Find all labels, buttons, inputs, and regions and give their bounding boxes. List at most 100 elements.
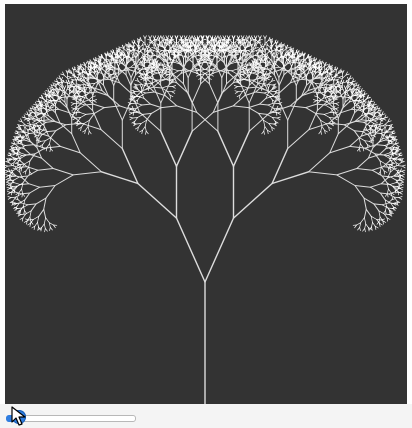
tree-branch xyxy=(185,38,188,42)
tree-branch xyxy=(343,124,355,132)
tree-branch xyxy=(55,90,59,97)
tree-branch xyxy=(7,159,10,163)
tree-branch xyxy=(73,66,76,71)
tree-branch xyxy=(154,48,159,52)
tree-branch xyxy=(269,44,272,49)
tree-branch xyxy=(141,59,149,62)
tree-branch xyxy=(112,73,117,79)
tree-branch xyxy=(141,40,146,44)
tree-branch xyxy=(153,71,160,74)
tree-branch xyxy=(360,113,368,121)
tree-branch xyxy=(97,67,102,72)
tree-branch xyxy=(72,171,102,176)
tree-branch xyxy=(16,148,21,153)
tree-branch xyxy=(127,102,132,104)
tree-branch xyxy=(15,140,20,144)
tree-branch xyxy=(360,119,370,122)
tree-branch xyxy=(345,89,350,94)
tree-branch xyxy=(268,123,273,128)
tree-branch xyxy=(208,46,213,49)
tree-branch xyxy=(350,90,353,95)
tree-branch xyxy=(198,68,205,70)
tree-branch xyxy=(86,78,90,81)
tree-branch xyxy=(18,120,23,123)
tree-branch xyxy=(239,94,241,99)
tree-branch xyxy=(156,36,160,41)
tree-branch xyxy=(121,147,139,185)
tree-branch xyxy=(365,119,373,127)
tree-branch xyxy=(135,61,143,68)
tree-branch xyxy=(39,144,44,147)
tree-branch xyxy=(80,95,84,101)
tree-branch xyxy=(35,105,39,108)
tree-branch xyxy=(213,40,217,45)
tree-branch xyxy=(132,86,137,89)
tree-branch xyxy=(22,193,26,197)
tree-branch xyxy=(30,115,36,120)
tree-branch xyxy=(307,79,314,92)
tree-branch xyxy=(145,91,155,94)
tree-branch xyxy=(215,43,218,48)
tree-branch xyxy=(279,44,284,46)
tree-branch xyxy=(278,60,284,64)
tree-branch xyxy=(29,186,41,194)
tree-branch xyxy=(161,49,167,51)
tree-branch xyxy=(377,111,382,114)
tree-branch xyxy=(13,140,16,145)
tree-branch xyxy=(21,136,28,140)
tree-branch xyxy=(380,112,383,117)
tree-branch xyxy=(107,73,112,75)
tree-branch xyxy=(74,91,79,94)
tree-branch xyxy=(169,77,171,82)
tree-branch xyxy=(43,217,46,225)
tree-branch xyxy=(183,43,186,48)
tree-branch xyxy=(25,166,30,172)
tree-branch xyxy=(308,57,311,62)
tree-branch xyxy=(17,125,22,128)
tree-branch xyxy=(126,44,131,46)
tree-branch xyxy=(304,59,307,64)
tree-branch xyxy=(288,50,291,55)
tree-branch xyxy=(309,61,312,66)
tree-branch xyxy=(212,38,217,41)
tree-branch xyxy=(285,57,290,62)
tree-branch xyxy=(164,48,168,55)
tree-branch xyxy=(224,35,227,40)
tree-branch xyxy=(231,68,238,72)
tree-branch xyxy=(14,185,18,191)
tree-branch xyxy=(12,157,17,159)
tree-branch xyxy=(106,59,110,63)
tree-branch xyxy=(374,225,377,230)
tree-branch xyxy=(279,44,282,49)
tree-branch xyxy=(58,108,71,114)
tree-branch xyxy=(369,116,374,121)
tree-branch xyxy=(315,74,320,79)
tree-branch xyxy=(335,85,338,90)
tree-branch xyxy=(271,52,274,57)
tree-branch xyxy=(116,63,121,70)
tree-branch xyxy=(136,104,143,109)
tree-branch xyxy=(396,169,399,174)
tree-branch xyxy=(359,222,362,228)
tree-branch xyxy=(36,108,40,111)
tree-branch xyxy=(80,63,83,68)
tree-branch xyxy=(345,85,348,90)
tree-branch xyxy=(327,63,330,68)
tree-branch xyxy=(195,67,200,70)
tree-branch xyxy=(391,147,394,151)
tree-branch xyxy=(149,65,153,70)
tree-branch xyxy=(276,116,281,119)
tree-branch xyxy=(28,111,33,114)
tree-branch xyxy=(148,71,154,73)
tree-branch xyxy=(95,60,100,62)
tree-branch xyxy=(195,38,199,41)
tree-branch xyxy=(197,36,200,41)
tree-branch xyxy=(208,51,213,56)
tree-branch xyxy=(150,107,162,114)
tree-branch xyxy=(27,169,39,177)
tree-branch xyxy=(252,43,256,50)
tree-branch xyxy=(41,223,45,228)
tree-branch xyxy=(251,62,254,67)
tree-branch xyxy=(371,125,376,127)
tree-branch xyxy=(360,91,363,96)
